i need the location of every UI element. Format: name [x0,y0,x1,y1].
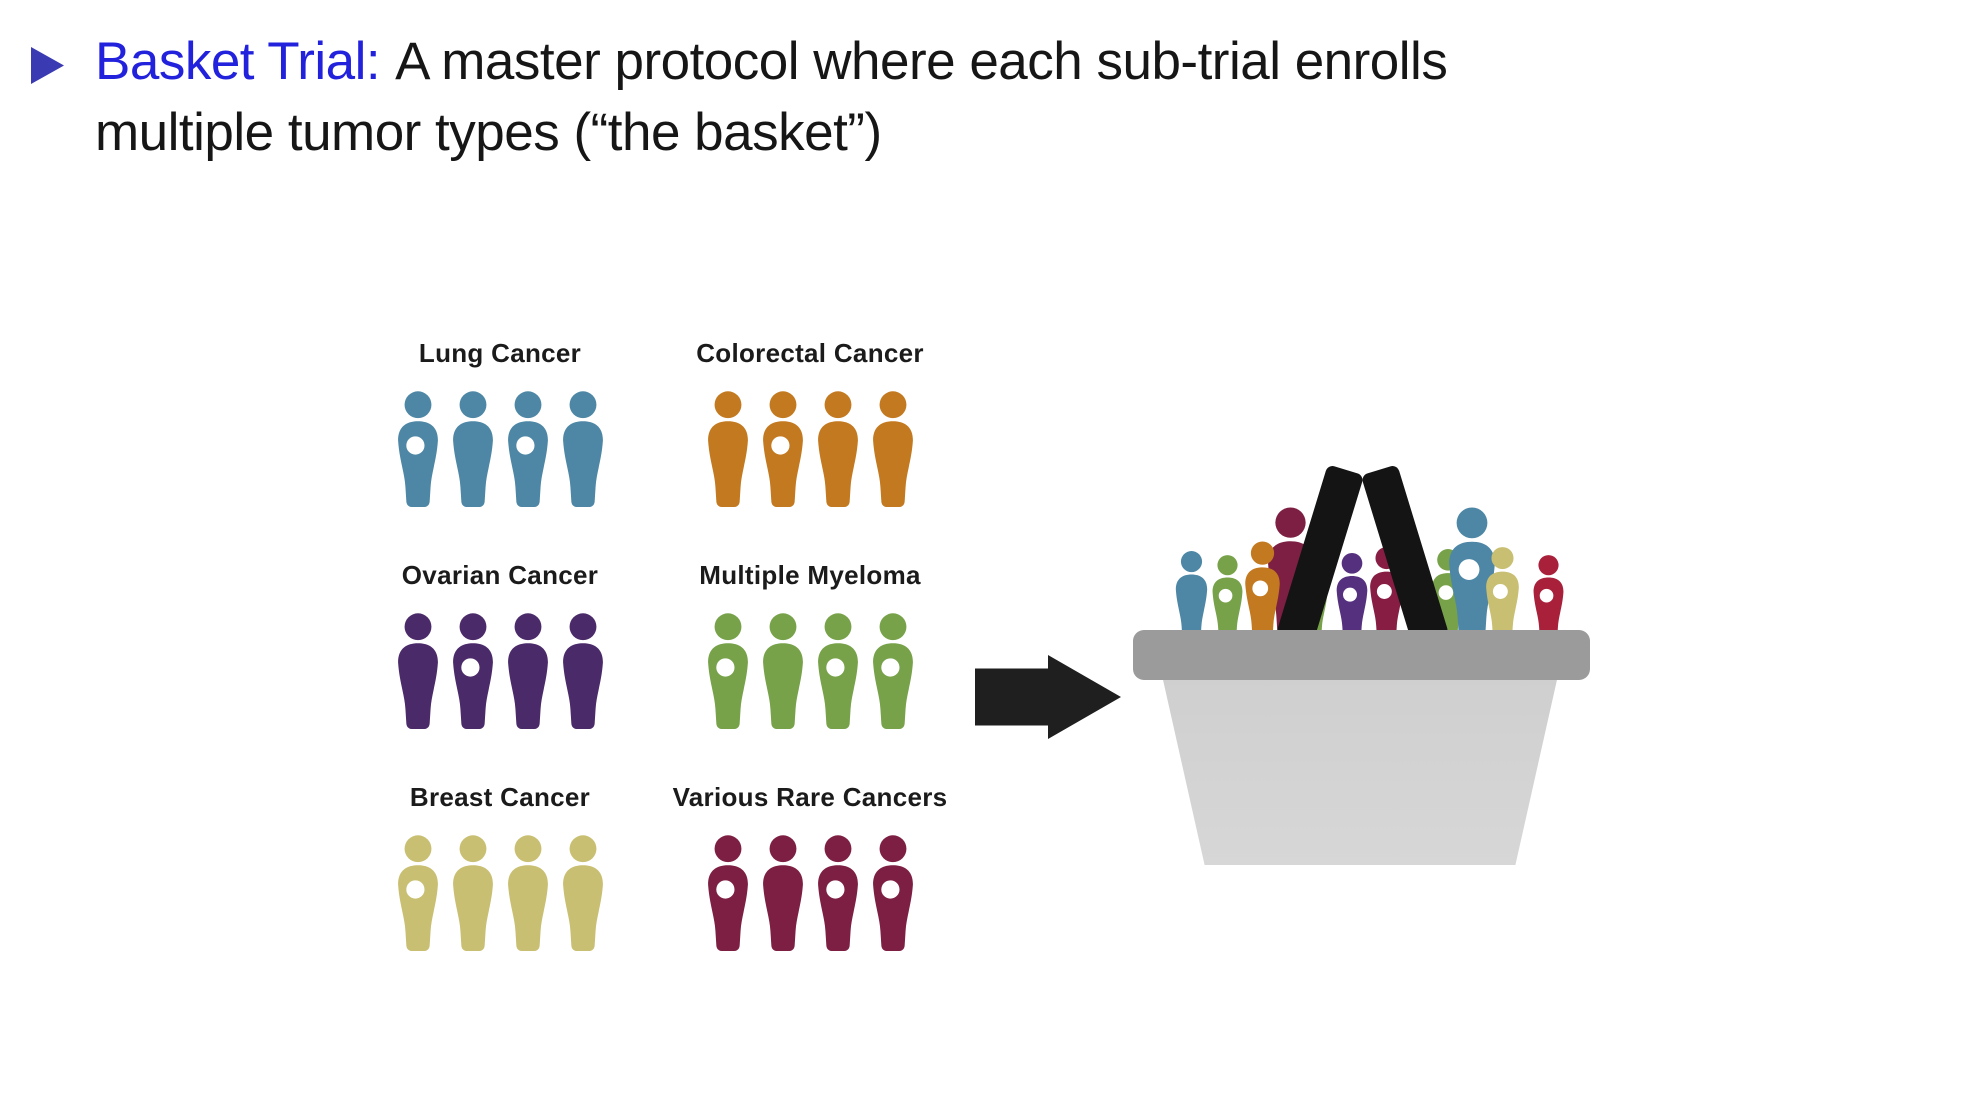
heading-term: Basket Trial: [95,32,381,91]
person-icon [817,835,858,951]
basket-rim [1133,630,1590,680]
person-icon [562,391,603,507]
person-icon [1533,555,1564,642]
person-icon [507,613,548,729]
cancer-group-people [392,825,609,960]
cancer-group-label: Lung Cancer [418,338,582,368]
cancer-group-label: Various Rare Cancers [672,782,948,812]
arrow-right-icon [975,655,1121,739]
person-icon [452,391,493,507]
cancer-group: Colorectal Cancer [696,338,924,560]
tumor-groups: Lung Cancer Colorectal Cancer [345,338,965,1004]
person-icon [507,835,548,951]
cancer-group-people [392,603,609,738]
person-icon [817,613,858,729]
cancer-group: Multiple Myeloma [699,560,921,782]
person-icon [872,835,913,951]
basket-body [1162,678,1558,865]
person-icon [817,391,858,507]
person-icon [1175,551,1208,642]
person-icon [397,391,438,507]
heading-line2: multiple tumor types (“the basket”) [95,103,882,162]
cancer-group-people [392,381,609,516]
cancer-group: Ovarian Cancer [392,560,609,782]
cancer-group-label: Colorectal Cancer [696,338,924,368]
person-icon [507,391,548,507]
person-icon [872,391,913,507]
person-icon [1486,547,1519,642]
cancer-group-label: Ovarian Cancer [401,560,599,590]
cancer-group-label: Breast Cancer [409,782,591,812]
cancer-group-label: Multiple Myeloma [699,560,921,590]
cancer-group: Various Rare Cancers [673,782,948,1004]
person-icon [707,835,748,951]
person-icon [707,391,748,507]
person-icon [872,613,913,729]
person-icon [452,613,493,729]
cancer-group-people [702,381,919,516]
person-icon [1336,553,1368,642]
cancer-group-people [702,603,919,738]
cancer-group-people [702,825,919,960]
person-icon [762,835,803,951]
person-icon [562,613,603,729]
person-icon [397,613,438,729]
cancer-group: Breast Cancer [392,782,609,1004]
person-icon [1245,541,1280,642]
person-icon [762,613,803,729]
person-icon [1449,507,1495,640]
person-icon [452,835,493,951]
person-icon [1212,555,1243,642]
heading-line1: A master protocol where each sub-trial e… [395,32,1448,91]
person-icon [762,391,803,507]
cancer-group: Lung Cancer [392,338,609,560]
person-icon [397,835,438,951]
person-icon [562,835,603,951]
person-icon [707,613,748,729]
heading: Basket Trial:A master protocol where eac… [95,26,1655,168]
